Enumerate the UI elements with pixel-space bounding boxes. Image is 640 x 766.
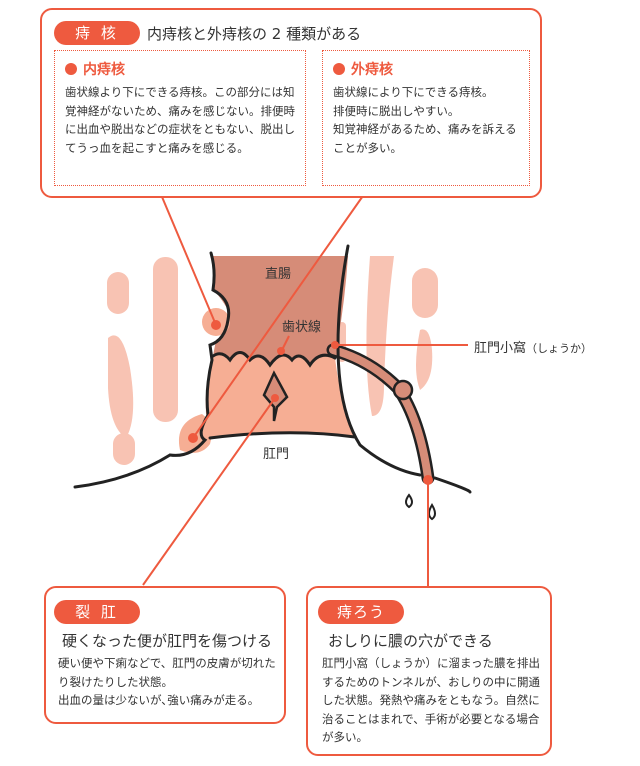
fistula-node	[392, 379, 414, 401]
marker-dots	[188, 320, 433, 485]
label-rectum: 直腸	[265, 267, 292, 282]
fissure-text: 硬い便や下痢などで、肛門の皮膚が切れたり裂けたりした状態。 出血の量は少ないが､…	[58, 656, 276, 707]
external-title: 外痔核	[351, 62, 393, 78]
rectum	[213, 256, 348, 365]
internal-title: 内痔核	[83, 62, 125, 78]
label-anal-crypt: 肛門小窩（しょうか）	[474, 337, 592, 356]
hemorrhoid-headline: 内痔核と外痔核の 2 種類がある	[147, 25, 362, 43]
fistula-tag: 痔ろう	[318, 600, 404, 624]
fissure-card: 裂 肛 硬くなった便が肛門を傷つける 硬い便や下痢などで、肛門の皮膚が切れたり裂…	[44, 586, 286, 724]
bullet-icon	[65, 63, 77, 75]
external-hemorrhoid-panel: 外痔核 歯状線により下にできる痔核。 排便時に脱出しやすい。 知覚神経があるため…	[322, 50, 530, 186]
hemorrhoid-tag: 痔 核	[54, 21, 140, 45]
anatomy-outlines	[73, 244, 472, 494]
fissure-headline: 硬くなった便が肛門を傷つける	[62, 632, 273, 650]
label-dentate-line: 歯状線	[282, 320, 322, 335]
fistula-card: 痔ろう おしりに膿の穴ができる 肛門小窩（しょうか）に溜まった膿を排出するための…	[306, 586, 552, 756]
bullet-icon	[333, 63, 345, 75]
hemorrhoid-card: 痔 核 内痔核と外痔核の 2 種類がある 内痔核 歯状線より下にできる痔核。この…	[40, 8, 542, 198]
internal-hemorrhoid-panel: 内痔核 歯状線より下にできる痔核。この部分には知覚神経がないため、痛みを感じない…	[54, 50, 306, 186]
label-anus: 肛門	[263, 447, 290, 462]
fistula-text: 肛門小窩（しょうか）に溜まった膿を排出するためのトンネルが、おしりの中に開通した…	[322, 656, 541, 744]
anal-crypt-name: 肛門小窩	[474, 341, 527, 356]
fistula-headline: おしりに膿の穴ができる	[328, 632, 493, 650]
anal-crypt-reading: （しょうか）	[526, 342, 593, 355]
pus-drops-icon	[405, 493, 436, 521]
fissure-tag: 裂 肛	[54, 600, 140, 624]
internal-text: 歯状線より下にできる痔核。この部分には知覚神経がないため、痛みを感じない。排便時…	[65, 85, 295, 155]
leader-lines	[142, 182, 468, 588]
external-text: 歯状線により下にできる痔核。 排便時に脱出しやすい。 知覚神経があるため、痛みを…	[333, 85, 517, 155]
